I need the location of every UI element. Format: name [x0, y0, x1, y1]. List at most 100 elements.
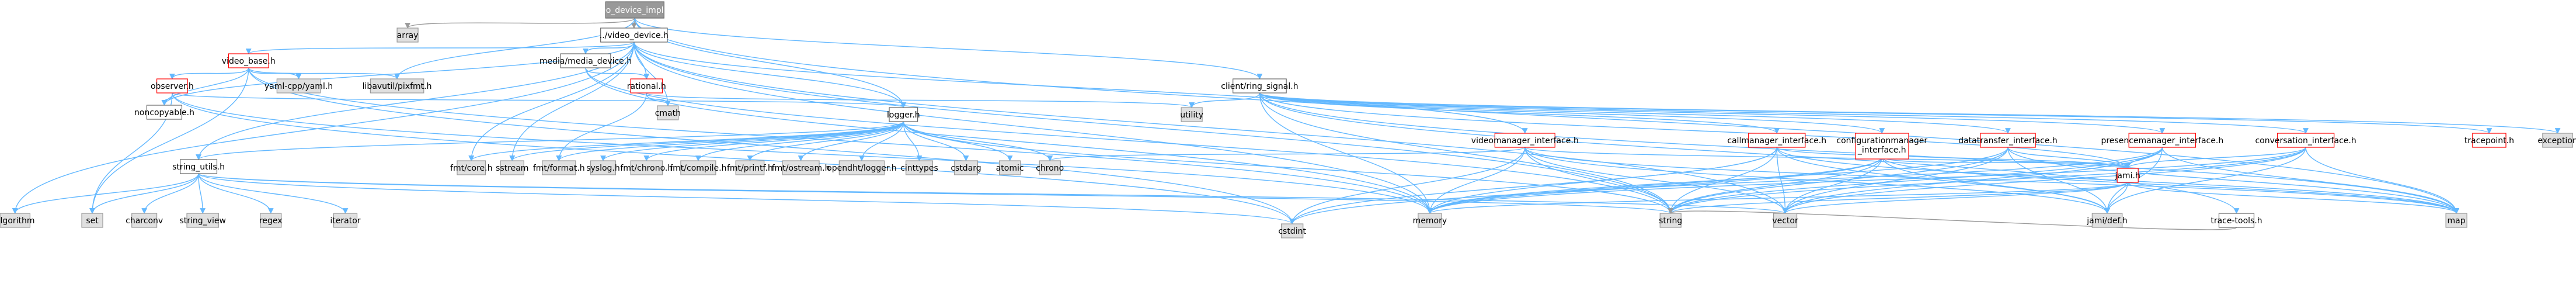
edge-observer-to-cstdint: [172, 92, 1295, 224]
node-media_device[interactable]: media/media_device.h: [539, 53, 632, 68]
node-sstream[interactable]: sstream: [496, 160, 528, 175]
node-label-jami_h: jami.h: [2115, 171, 2140, 181]
edge-videomanager-to-jami_def: [1524, 147, 2110, 214]
node-configmanager_2[interactable]: _interface.h: [1857, 146, 1906, 155]
node-map[interactable]: map: [2445, 213, 2467, 228]
node-box-noncopyable: [146, 105, 183, 120]
edge-string_utils-to-cstdint: [198, 173, 1295, 224]
node-algorithm[interactable]: algorithm: [0, 213, 35, 228]
node-label-fmt_ostream: fmt/ostream.h: [772, 164, 830, 173]
edge-string_utils-to-string_view: [198, 173, 206, 214]
node-array[interactable]: array: [396, 27, 419, 43]
node-client_ring[interactable]: client/ring_signal.h: [1221, 78, 1299, 94]
node-label-fmt_compile: fmt/compile.h: [670, 164, 726, 173]
node-libavutil[interactable]: libavutil/pixfmt.h: [363, 78, 432, 94]
node-label-cinttypes: cinttypes: [900, 164, 938, 173]
node-box-chrono: [1039, 160, 1061, 175]
node-set[interactable]: set: [81, 213, 103, 228]
node-iterator[interactable]: iterator: [330, 213, 361, 228]
edge-conversation-to-string: [1668, 147, 2306, 214]
node-label-videomanager: videomanager_interface.h: [1471, 136, 1579, 146]
node-syslog[interactable]: syslog.h: [586, 160, 620, 175]
edge-presencemanager-to-string: [1668, 147, 2163, 214]
edge-logger-to-atomic: [903, 121, 1013, 161]
node-label-configmanager_2: _interface.h: [1857, 146, 1906, 155]
node-label-rational: rational.h: [627, 82, 666, 91]
node-jami_def[interactable]: jami/def.h: [2086, 213, 2128, 228]
node-utility[interactable]: utility: [1180, 107, 1203, 122]
node-string_utils[interactable]: string_utils.h: [172, 159, 225, 174]
node-fmt_core[interactable]: fmt/core.h: [450, 160, 492, 175]
edge-logger-to-cinttypes: [903, 121, 923, 161]
node-label-string: string: [1659, 216, 1682, 226]
node-presencemanager[interactable]: presencemanager_interface.h: [2101, 133, 2223, 148]
node-conversation[interactable]: conversation_interface.h: [2255, 133, 2356, 148]
node-atomic[interactable]: atomic: [996, 160, 1024, 175]
node-callmanager[interactable]: callmanager_interface.h: [1727, 133, 1826, 148]
node-observer[interactable]: observer.h: [151, 78, 194, 94]
node-configmanager_1[interactable]: configurationmanager: [1836, 133, 1927, 160]
edge-conversation-to-jami_h: [2125, 147, 2306, 169]
edge-presencemanager-to-memory: [1427, 147, 2163, 214]
edge-string_utils-to-charconv: [141, 173, 199, 214]
node-box-video_device_impl: [605, 1, 664, 19]
edge-conversation-to-map: [2305, 147, 2459, 214]
node-jami_h[interactable]: jami.h: [2115, 168, 2140, 183]
edge-video_device_impl-to-array: [405, 18, 635, 29]
node-video_base[interactable]: video_base.h: [222, 53, 276, 68]
edge-client_ring-to-string: [1259, 92, 1674, 214]
node-memory[interactable]: memory: [1413, 213, 1447, 228]
node-label-tracepoint: tracepoint.h: [2464, 136, 2514, 146]
node-opendht_logger[interactable]: opendht/logger.h: [827, 160, 897, 175]
edge-video_device_h-to-sstream: [509, 42, 635, 161]
node-fmt_format[interactable]: fmt/format.h: [533, 160, 585, 175]
node-rational[interactable]: rational.h: [627, 78, 666, 94]
node-datatransfer[interactable]: datatransfer_interface.h: [1958, 133, 2058, 148]
node-box-rational: [630, 78, 663, 94]
edge-jami_h-to-memory: [1427, 182, 2128, 214]
node-label-opendht_logger: opendht/logger.h: [827, 164, 897, 173]
edge-observer-to-logger: [172, 92, 906, 108]
node-vector[interactable]: vector: [1772, 213, 1798, 228]
edge-client_ring-to-utility: [1189, 92, 1261, 108]
node-tracepoint[interactable]: tracepoint.h: [2464, 133, 2514, 148]
edge-rational-to-fmt_format: [556, 92, 647, 161]
node-noncopyable[interactable]: noncopyable.h: [134, 105, 194, 120]
node-box-utility: [1181, 107, 1203, 122]
node-exception[interactable]: exception: [2537, 133, 2576, 148]
node-fmt_chrono[interactable]: fmt/chrono.h: [620, 160, 673, 175]
node-label-charconv: charconv: [126, 216, 163, 226]
edge-string_utils-to-set: [89, 173, 199, 214]
node-label-array: array: [397, 31, 419, 40]
node-video_device_h[interactable]: ../video_device.h: [600, 27, 669, 43]
node-cstdint[interactable]: cstdint: [1278, 223, 1306, 238]
edge-media_device-to-memory: [585, 67, 1433, 214]
edge-client_ring-to-tracepoint: [1259, 92, 2492, 134]
node-cinttypes[interactable]: cinttypes: [900, 160, 938, 175]
edge-configmanager_2-to-map: [1881, 156, 2459, 214]
node-chrono[interactable]: chrono: [1036, 160, 1064, 175]
node-string_view[interactable]: string_view: [179, 213, 226, 228]
node-label-presencemanager: presencemanager_interface.h: [2101, 136, 2223, 146]
node-cstdarg[interactable]: cstdarg: [951, 160, 981, 175]
node-label-configmanager_1: configurationmanager: [1836, 136, 1927, 146]
node-trace_tools[interactable]: trace-tools.h: [2211, 213, 2262, 228]
node-charconv[interactable]: charconv: [126, 213, 163, 228]
node-fmt_printf[interactable]: fmt/printf.h: [727, 160, 773, 175]
edge-client_ring-to-conversation: [1259, 92, 2309, 134]
node-label-observer: observer.h: [151, 82, 194, 91]
node-yaml[interactable]: yaml-cpp/yaml.h: [264, 78, 333, 94]
node-logger[interactable]: logger.h: [887, 107, 920, 122]
node-regex[interactable]: regex: [259, 213, 283, 228]
node-label-callmanager: callmanager_interface.h: [1727, 136, 1826, 146]
node-fmt_compile[interactable]: fmt/compile.h: [670, 160, 727, 175]
node-label-syslog: syslog.h: [586, 164, 620, 173]
node-video_device_impl[interactable]: video_device_impl.cpp: [589, 1, 681, 19]
node-fmt_ostream[interactable]: fmt/ostream.h: [772, 160, 830, 175]
edge-callmanager-to-cstdint: [1289, 147, 1777, 224]
node-videomanager[interactable]: videomanager_interface.h: [1471, 133, 1579, 148]
edge-datatransfer-to-jami_def: [2007, 147, 2110, 214]
node-string[interactable]: string: [1659, 213, 1682, 228]
edge-client_ring-to-callmanager: [1259, 92, 1780, 134]
node-cmath[interactable]: cmath: [655, 105, 681, 120]
